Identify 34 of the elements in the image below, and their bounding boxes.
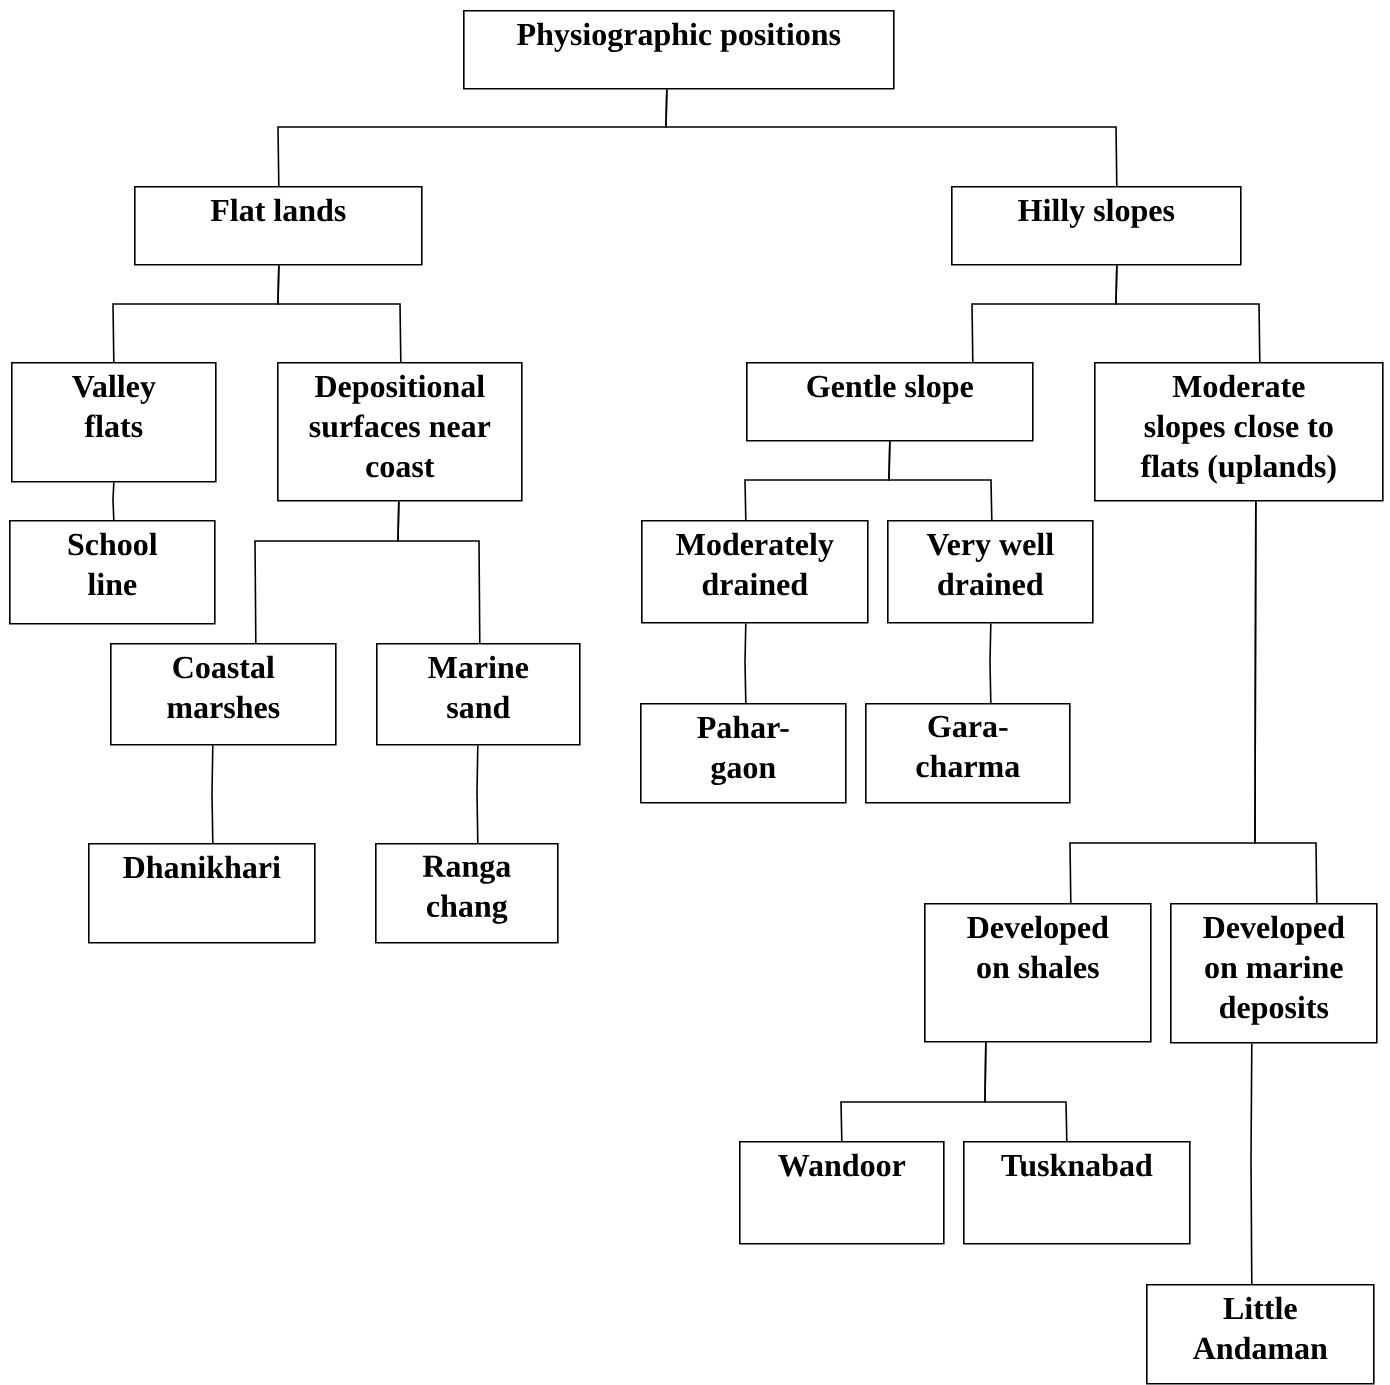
category-box: Tusknabad — [963, 1141, 1191, 1245]
category-box: Developed on marine deposits — [1170, 903, 1378, 1044]
connector-line — [476, 744, 479, 844]
category-box: Very well drained — [887, 520, 1094, 624]
category-box: Developed on shales — [924, 903, 1152, 1043]
category-box: Ranga chang — [375, 843, 559, 944]
connector-line — [984, 1041, 1068, 1142]
connector-line — [277, 264, 402, 363]
connector-line — [211, 744, 214, 844]
connector-line — [744, 622, 747, 704]
category-box: Dhanikhari — [88, 843, 316, 944]
connector-line — [1254, 500, 1318, 904]
category-box: Gentle slope — [746, 361, 1034, 442]
category-box: Valley flats — [11, 361, 217, 483]
category-box: Hilly slopes — [951, 186, 1242, 266]
connector-line — [888, 440, 993, 521]
connector-line — [1250, 1042, 1253, 1285]
connector-line — [112, 481, 115, 521]
category-box: School line — [9, 520, 216, 625]
category-box: Gara-charma — [865, 703, 1071, 804]
category-box: Wandoor — [739, 1141, 945, 1245]
connector-line — [397, 500, 481, 644]
connector-line — [989, 622, 992, 704]
category-box: Marine sand — [376, 643, 581, 746]
category-box: Moderately drained — [641, 520, 869, 624]
category-box: Coastal marshes — [110, 643, 337, 746]
category-box: Pahar-gaon — [640, 703, 847, 804]
category-box: Depositional surfaces near coast — [277, 361, 523, 502]
category-box: Flat lands — [134, 186, 423, 266]
category-box: Little Andaman — [1146, 1284, 1375, 1385]
connector-line — [1115, 264, 1261, 363]
category-box: Physiographic positions — [463, 9, 895, 90]
connector-line — [665, 88, 1118, 187]
category-box: Moderate slopes close to flats (uplands) — [1094, 361, 1384, 502]
